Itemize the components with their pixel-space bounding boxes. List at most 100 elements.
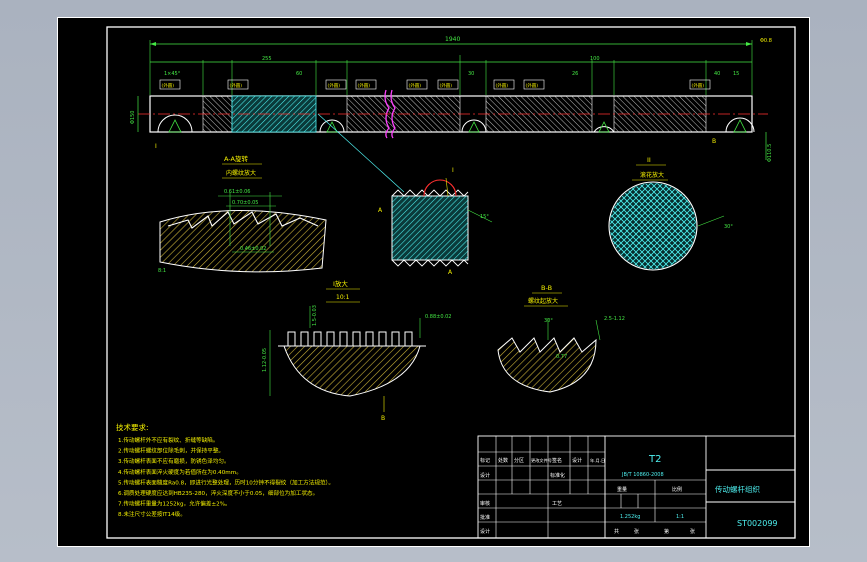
roughness-mark: (外圆) bbox=[440, 82, 453, 89]
section-a-subtitle: 内螺纹放大 bbox=[226, 169, 256, 177]
thread-tooth bbox=[404, 331, 413, 346]
note-item: 2.传动螺杆螺纹部位除毛刺，并保持平整。 bbox=[118, 447, 224, 455]
thread-tooth bbox=[391, 331, 400, 346]
roughness-box bbox=[523, 79, 545, 90]
part-name-label: 传动螺杆组织 bbox=[715, 484, 760, 494]
section-a-dim-3: 0.46±0.02 bbox=[240, 246, 266, 252]
tb-date: 年.月.日 bbox=[590, 457, 605, 464]
dim-15-label: 15 bbox=[733, 71, 739, 77]
note-item: 5.传动螺杆表面糙度Ra0.8，即进行光整处理，历时10分钟不得裂纹（加工方法规… bbox=[118, 478, 334, 486]
tb-change-doc: 更改文件号 bbox=[531, 457, 552, 464]
dim-26-label: 26 bbox=[572, 71, 578, 77]
dim-label-1: 255 bbox=[262, 56, 272, 62]
note-item: 6.调质处理硬度应达到HB235-280，淬火深度不小于0.05，细部位为加工状… bbox=[118, 489, 318, 497]
tb-scale-label: 比例 bbox=[672, 486, 682, 493]
dim-60-label: 60 bbox=[296, 71, 302, 77]
tb-design-top: 设计 bbox=[572, 457, 582, 464]
section-b-dim-1: 30° bbox=[544, 318, 553, 324]
detail-leader bbox=[317, 113, 405, 193]
thread-tooth bbox=[378, 331, 387, 346]
thread-tooth bbox=[287, 331, 296, 346]
enlarge-i-subtitle: 10:1 bbox=[336, 294, 350, 301]
section-b-title: B-B bbox=[541, 284, 552, 292]
dim-label-2: 100 bbox=[590, 56, 600, 62]
section-a-dim-2: 0.70±0.05 bbox=[232, 200, 258, 206]
tb-mark: 标记 bbox=[480, 457, 490, 464]
main-section-mark: B bbox=[712, 138, 716, 145]
note-item: 3.传动螺杆表面不应有磨损，防锈色泽均匀。 bbox=[118, 457, 230, 465]
thread-tooth bbox=[313, 331, 322, 346]
tb-sheet-unit-2: 张 bbox=[690, 528, 695, 535]
detail-i-angle: 15° bbox=[480, 214, 489, 220]
tb-count: 处数 bbox=[498, 457, 508, 464]
view-ii: II 滚花放大 30° bbox=[608, 156, 733, 271]
section-b-b: B-B 螺纹起放大 30° 2.5-1.12 0.77 bbox=[497, 284, 625, 393]
note-item: 4.传动螺杆表面淬火硬度为若值所在为0.40mm。 bbox=[118, 468, 242, 476]
note-item: 1.传动螺杆外不应有裂纹、折缝等缺陷。 bbox=[118, 436, 218, 444]
diameter-right-label: Φ110.5 bbox=[767, 144, 773, 162]
tb-process: 工艺 bbox=[552, 501, 562, 507]
roughness-mark: (外圆) bbox=[162, 82, 175, 89]
tb-design: 设计 bbox=[480, 472, 490, 479]
tb-standardize: 标准化 bbox=[550, 472, 565, 479]
roughness-box bbox=[437, 79, 459, 90]
section-a-scale: 8:1 bbox=[158, 268, 166, 274]
section-b-subtitle: 螺纹起放大 bbox=[528, 297, 558, 305]
overall-length-label: 1940 bbox=[445, 36, 460, 43]
tb-zone: 分区 bbox=[514, 457, 524, 464]
detail-i-mark-a2: A bbox=[448, 269, 453, 276]
standard-label: JB/T 10860-2008 bbox=[621, 472, 664, 478]
enlarge-i-dim-3: 1.12-0.05 bbox=[262, 348, 268, 372]
drawing-number-label: ST002099 bbox=[737, 519, 778, 528]
thread-tooth bbox=[300, 331, 309, 346]
detail-i-mark: I bbox=[452, 167, 454, 174]
roughness-box bbox=[493, 79, 515, 90]
roughness-marks: (外圆)(外圆)(外圆)(外圆)(外圆)(外圆)(外圆)(外圆)(外圆) bbox=[159, 79, 711, 90]
title-block bbox=[477, 435, 796, 539]
tb-sheet-unit: 张 bbox=[634, 528, 639, 535]
detail-i-mark-a1: A bbox=[378, 207, 383, 214]
thread-tooth bbox=[365, 331, 374, 346]
section-b-dim-2: 2.5-1.12 bbox=[604, 316, 625, 322]
top-right-note: Φ0.8 bbox=[760, 38, 772, 44]
dim-30-label: 30 bbox=[468, 71, 474, 77]
detail-i: I A A 15° bbox=[378, 167, 493, 276]
note-item: 8.未注尺寸公差按IT14级。 bbox=[118, 510, 186, 518]
inner-frame bbox=[106, 26, 796, 539]
roughness-mark: (外圆) bbox=[409, 82, 422, 89]
roughness-box bbox=[227, 79, 249, 90]
roughness-mark: (外圆) bbox=[692, 82, 705, 89]
note-item: 7.传动螺杆重量为1252kg，允许偏差±2%。 bbox=[118, 500, 231, 508]
roughness-mark: (外圆) bbox=[496, 82, 509, 89]
material-label: T2 bbox=[648, 454, 661, 465]
enlarge-i-dim-2: 0.88±0.02 bbox=[425, 314, 451, 320]
roughness-mark: (外圆) bbox=[358, 82, 371, 89]
enlarge-i-dim-1: 1.5-0.03 bbox=[312, 305, 318, 326]
section-a-a: A-A旋转 内螺纹放大 0.61±0.06 0.70±0.05 0.46±0.0… bbox=[158, 154, 327, 274]
thread-tooth bbox=[339, 331, 348, 346]
section-a-title: A-A旋转 bbox=[224, 154, 248, 163]
technical-notes: 技术要求: 1.传动螺杆外不应有裂纹、折缝等缺陷。 2.传动螺杆螺纹部位除毛刺，并… bbox=[116, 422, 334, 518]
roughness-mark: (外圆) bbox=[230, 82, 243, 89]
view-ii-angle: 30° bbox=[724, 224, 733, 230]
tb-approve: 批准 bbox=[480, 514, 490, 521]
notes-title: 技术要求: bbox=[116, 422, 149, 432]
enlarge-i-mark: B bbox=[381, 415, 385, 422]
title-block-text: T2 JB/T 10860-2008 传动螺杆组织 ST002099 标记 处数… bbox=[480, 454, 778, 535]
section-b-dim-3: 0.77 bbox=[556, 354, 567, 360]
tb-sheets-total: 共 bbox=[614, 528, 619, 535]
enlarge-i-title: I放大 bbox=[333, 279, 348, 288]
roughness-box bbox=[689, 79, 711, 90]
diameter-left-label: Φ150 bbox=[130, 111, 136, 124]
main-view: 1940 255 100 1×45° 60 30 26 40 15 (外圆)(外… bbox=[130, 36, 773, 193]
break-line bbox=[384, 89, 390, 139]
view-ii-title: II bbox=[647, 156, 651, 164]
roughness-box bbox=[355, 79, 377, 90]
dim-40-label: 40 bbox=[714, 71, 720, 77]
roughness-mark: (外圆) bbox=[526, 82, 539, 89]
enlarge-i: I放大 10:1 1.12-0.05 1.5-0.03 0.88±0.02 B bbox=[262, 279, 451, 422]
thread-tooth bbox=[326, 331, 335, 346]
view-ii-subtitle: 滚花放大 bbox=[640, 171, 664, 179]
tb-design-bottom: 设计 bbox=[480, 528, 490, 535]
